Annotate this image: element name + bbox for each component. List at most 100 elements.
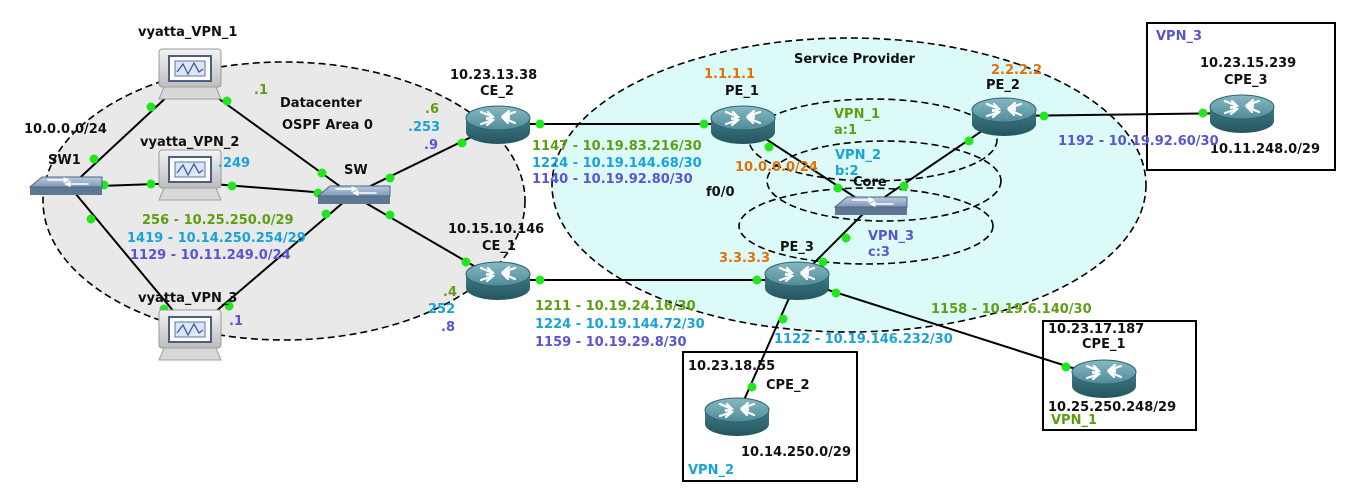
link-dot	[699, 119, 709, 129]
pe2-cpe3-subnet: 1192 - 10.19.92.60/30	[1058, 134, 1219, 149]
vpn1-rd-label: a:1	[834, 123, 857, 138]
cpe-1-lan-label: 10.25.250.248/29	[1048, 400, 1176, 415]
pe3-cpe2-subnet: 1122 - 10.19.146.232/30	[774, 332, 953, 347]
vyatta-vpn-2-label: vyatta_VPN_2	[140, 135, 239, 150]
pe-1-label: PE_1	[725, 84, 759, 99]
ce-2-label: CE_2	[480, 84, 514, 99]
link-dot	[535, 119, 545, 129]
link-dot	[461, 257, 471, 267]
link-dot	[385, 173, 395, 183]
link-dot	[1061, 362, 1071, 372]
datacenter-zone	[42, 61, 526, 341]
vpn2-name-label: VPN_2	[835, 148, 881, 163]
sw-node[interactable]	[317, 185, 391, 205]
link-dot	[747, 382, 757, 392]
host-ce1-cyan-label: 252	[428, 302, 455, 317]
ce2-pe1-vpn3-subint: 1140 - 10.19.92.80/30	[532, 172, 693, 187]
sw-label: SW	[344, 163, 368, 178]
vyatta-vpn-2-node[interactable]	[158, 149, 222, 201]
cpe-2-vpn-label: VPN_2	[688, 463, 734, 478]
cpe-1-label: CPE_1	[1082, 337, 1126, 352]
service-provider-title: Service Provider	[794, 52, 915, 67]
link-dot	[321, 209, 331, 219]
dc-vpn2-subnet: 1419 - 10.14.250.254/29	[127, 231, 306, 246]
vpn-3-ring	[738, 187, 994, 265]
pe-1-node[interactable]	[709, 104, 777, 146]
dc-vpn3-subnet: 1129 - 10.11.249.0/24	[130, 248, 291, 263]
datacenter-title: Datacenter	[280, 96, 362, 111]
cpe-3-ip-label: 10.23.15.239	[1200, 56, 1296, 71]
core-subnet-label: 10.0.0.0/24	[735, 160, 818, 175]
link-dot	[385, 210, 395, 220]
pe3-cpe1-subnet: 1158 - 10.19.6.140/30	[931, 302, 1092, 317]
link-dot	[224, 301, 234, 311]
sw1-node[interactable]	[29, 176, 103, 196]
cpe-1-ip-label: 10.23.17.187	[1048, 322, 1144, 337]
sw1-label: SW1	[48, 153, 81, 168]
pe-2-loopback-label: 2.2.2.2	[991, 63, 1042, 78]
ce1-pe3-vpn3-subint: 1159 - 10.19.29.8/30	[535, 335, 687, 350]
cpe-3-vpn-label: VPN_3	[1156, 29, 1202, 44]
link-dot	[818, 257, 828, 267]
link-dot	[1198, 108, 1208, 118]
link-dot	[227, 181, 237, 191]
pe-2-label: PE_2	[986, 78, 1020, 93]
link-dot	[222, 96, 232, 106]
host-ce2-green-label: .6	[425, 102, 439, 117]
link-dot	[146, 179, 156, 189]
link-endpoint-dots	[86, 96, 1208, 392]
datacenter-subtitle: OSPF Area 0	[282, 118, 373, 133]
cpe-3-node[interactable]	[1208, 93, 1276, 135]
host-ce1-green-label: .4	[443, 285, 457, 300]
link-dot	[833, 183, 843, 193]
pe-3-node[interactable]	[763, 260, 831, 302]
link-dot	[317, 168, 327, 178]
ce2-pe1-vpn1-subint: 1147 - 10.19.83.216/30	[532, 139, 702, 154]
link-dot	[778, 314, 788, 324]
vyatta-vpn-1-label: vyatta_VPN_1	[138, 25, 237, 40]
cpe-3-lan-label: 10.11.248.0/29	[1210, 142, 1320, 157]
link-pe3-cpe1	[796, 279, 1105, 379]
pe-1-loopback-label: 1.1.1.1	[704, 67, 755, 82]
host-ce2-cyan-label: .253	[408, 120, 440, 135]
link-dot	[1039, 111, 1049, 121]
pe-3-label: PE_3	[780, 240, 814, 255]
cpe-2-node[interactable]	[703, 396, 771, 438]
vyatta-vpn-3-node[interactable]	[158, 309, 222, 361]
cpe-3-site-box	[1146, 22, 1336, 171]
host-ce1-purple-label: .8	[441, 320, 455, 335]
cpe-3-label: CPE_3	[1224, 73, 1268, 88]
vpn3-rd-label: c:3	[868, 245, 890, 260]
link-dot	[535, 275, 545, 285]
link-dot	[752, 275, 762, 285]
cpe-2-label: CPE_2	[766, 378, 810, 393]
link-sw1-vyatta3	[69, 186, 186, 326]
ce1-pe3-vpn1-subint: 1211 - 10.19.24.16/30	[535, 299, 696, 314]
vyatta-vpn-3-label: vyatta_VPN_3	[138, 291, 237, 306]
link-dot	[146, 102, 156, 112]
core-label: Core	[853, 175, 887, 190]
cpe-1-site-box	[1042, 320, 1197, 431]
link-pe3-cpe2	[736, 279, 798, 417]
sw1-subnet-label: 10.0.0.0/24	[24, 122, 107, 137]
core-interface-label: f0/0	[706, 185, 735, 200]
pe-3-loopback-label: 3.3.3.3	[719, 251, 770, 266]
core-node[interactable]	[834, 196, 908, 216]
ce-1-ip-label: 10.15.10.146	[448, 222, 544, 237]
ce1-pe3-vpn2-subint: 1224 - 10.19.144.72/30	[535, 317, 705, 332]
vpn-2-ring	[766, 140, 1002, 222]
cpe-1-node[interactable]	[1070, 358, 1138, 400]
ce-1-node[interactable]	[464, 260, 532, 302]
link-dot	[764, 142, 774, 152]
ce-2-ip-label: 10.23.13.38	[450, 68, 537, 83]
cpe-2-lan-label: 10.14.250.0/29	[741, 445, 851, 460]
link-dot	[841, 233, 851, 243]
host-vyatta2-label: .249	[218, 156, 250, 171]
vpn1-name-label: VPN_1	[834, 107, 880, 122]
vyatta-vpn-1-node[interactable]: workstation-icon	[158, 48, 222, 100]
ce-2-node[interactable]	[464, 104, 532, 146]
link-dot	[831, 288, 841, 298]
pe-2-node[interactable]	[970, 96, 1038, 138]
cpe-2-site-box	[682, 351, 858, 482]
